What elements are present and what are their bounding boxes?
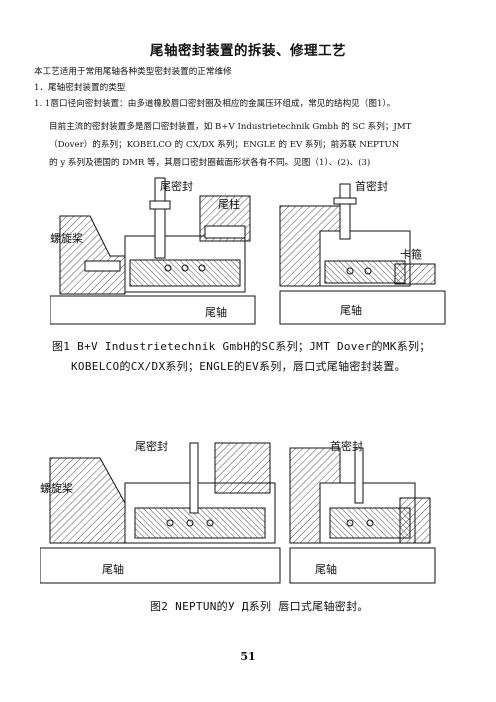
figure-1-drawing: 螺旋桨 尾密封 尾柱 尾轴 首密封 卡箍 尾轴 (50, 177, 446, 325)
fig1-right-assembly: 首密封 卡箍 尾轴 (279, 179, 446, 325)
fig1-label-tail-post: 尾柱 (218, 197, 240, 211)
fig1-label-front-seal: 首密封 (355, 179, 388, 193)
fig2-label-shaft-right: 尾轴 (315, 562, 337, 576)
fig2-label-shaft-left: 尾轴 (102, 562, 124, 576)
fig2-label-front-seal: 首密封 (330, 439, 363, 453)
figure-1-caption-line-2: KOBELCO的CX/DX系列；ENGLE的EV系列，唇口式尾轴密封装置。 (71, 360, 406, 373)
fig1-left-assembly: 螺旋桨 尾密封 尾柱 尾轴 (50, 177, 256, 325)
fig1-label-shaft-left: 尾轴 (205, 305, 227, 319)
fig2-label-propeller: 螺旋桨 (40, 481, 73, 495)
section-heading: 1．尾轴密封装置的类型 (34, 83, 126, 93)
body-line-2: （Dover）的系列；KOBELCO 的 CX/DX 系列；ENGLE 的 EV… (49, 140, 400, 150)
fig2-label-rear-seal: 尾密封 (135, 439, 168, 453)
figure-2-drawing: 螺旋桨 尾密封 尾轴 首密封 尾轴 (40, 439, 436, 584)
fig1-label-clamp: 卡箍 (400, 247, 422, 261)
intro-paragraph: 本工艺适用于常用尾轴各种类型密封装置的正常维修 (34, 67, 232, 77)
figure-1-caption-line-1: 图1 B+V Industrietechnik GmbH的SC系列；JMT Do… (52, 340, 431, 353)
page-number: 51 (240, 650, 256, 663)
figure-2-caption: 图2 NEPTUN的У Д系列 唇口式尾轴密封。 (150, 600, 369, 613)
document-title: 尾轴密封装置的拆装、修理工艺 (150, 43, 346, 59)
fig1-label-shaft-right: 尾轴 (340, 303, 362, 317)
body-line-3: 的 y 系列及德国的 DMR 等，其唇口密封圈截面形状各有不同。见图（1）、(2… (49, 158, 371, 168)
fig2-right-assembly: 首密封 尾轴 (289, 439, 436, 584)
fig1-label-rear-seal: 尾密封 (160, 179, 193, 193)
fig1-label-propeller: 螺旋桨 (50, 231, 83, 245)
item-paragraph: 1. 1唇口径向密封装置：由多道橡胶唇口密封圈及相应的金属压环组成，常见的结构见… (34, 99, 396, 109)
body-line-1: 目前主流的密封装置多是唇口密封装置，如 B+V Industrietechnik… (49, 122, 412, 132)
fig2-left-assembly: 螺旋桨 尾密封 尾轴 (40, 439, 281, 584)
